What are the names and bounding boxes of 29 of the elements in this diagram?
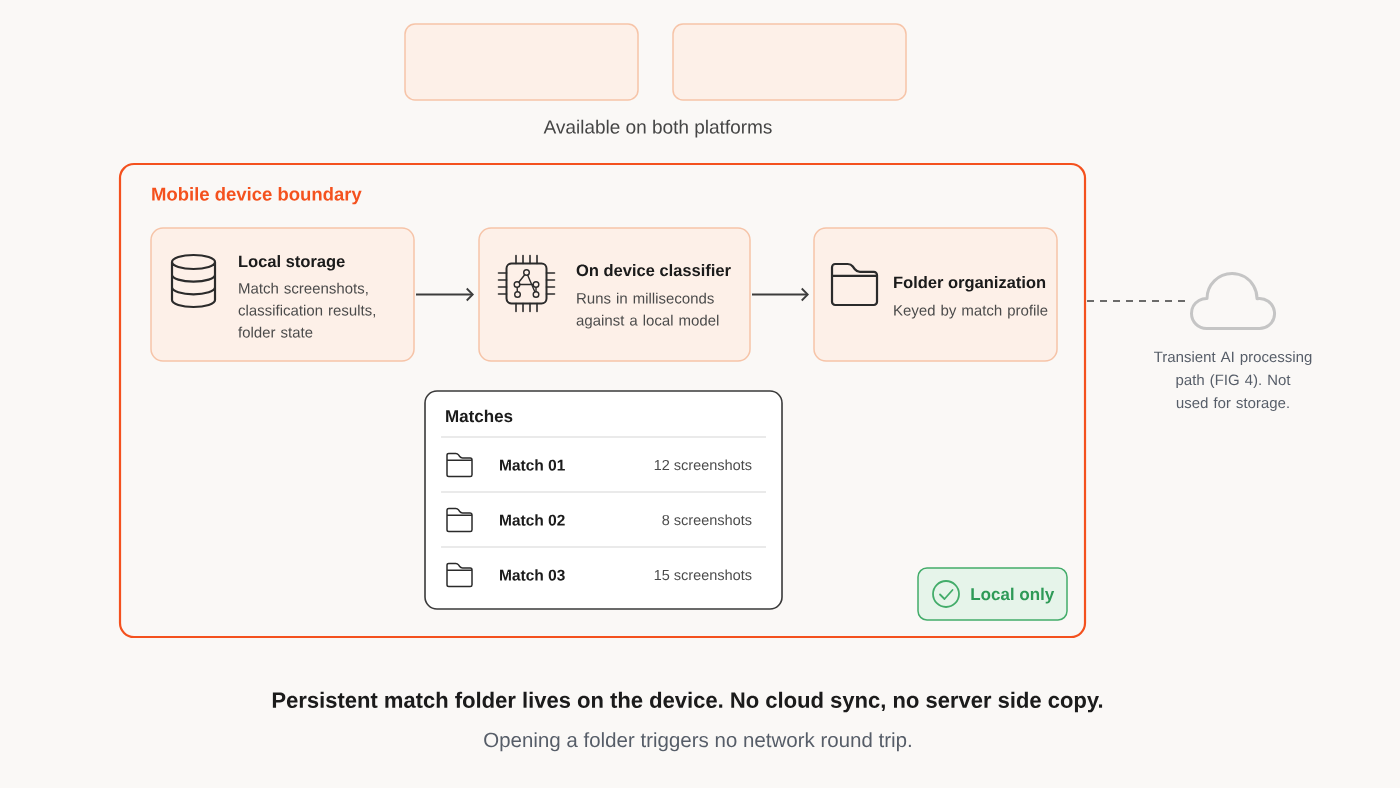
process-box	[478, 227, 751, 362]
arrow	[415, 287, 474, 302]
row-count: 12 screenshots	[654, 459, 752, 471]
process-box	[150, 227, 415, 362]
list-panel	[424, 390, 783, 610]
caption: Persistent match folder lives on the device. No cloud sync, no server side copy.	[272, 691, 1103, 713]
dashed-line	[1086, 300, 1186, 302]
boundary-box	[118, 162, 1087, 639]
note-text: Available on both platforms	[543, 119, 772, 138]
row-count: 8 screenshots	[662, 514, 752, 526]
status-badge: Local only	[917, 567, 1068, 621]
panel-title: Matches	[446, 409, 513, 423]
row-label: Match 03	[500, 569, 565, 581]
card-title: On device classifier	[576, 264, 731, 277]
note-text: Opening a folder triggers no network round trip.	[484, 732, 911, 752]
row-count: 15 screenshots	[654, 569, 752, 581]
card-text: Runs in milliseconds against a local model	[576, 292, 719, 329]
row-label: Match 02	[500, 514, 565, 526]
row-label: Match 01	[500, 459, 565, 471]
card-title: Local storage	[239, 255, 345, 271]
card-text: Match screenshots, classification results, folder state	[238, 282, 375, 338]
platform-box	[672, 23, 907, 101]
process-box	[813, 227, 1058, 362]
card-title: Folder organization	[894, 276, 1046, 292]
card-text: Keyed by match profile	[894, 304, 1048, 319]
arrow	[751, 287, 809, 302]
platform-box	[404, 23, 639, 101]
boundary-title: Mobile device boundary	[152, 187, 362, 205]
note-text: Transient AI processing path (FIG 4). Not used for storage.	[1154, 351, 1312, 412]
